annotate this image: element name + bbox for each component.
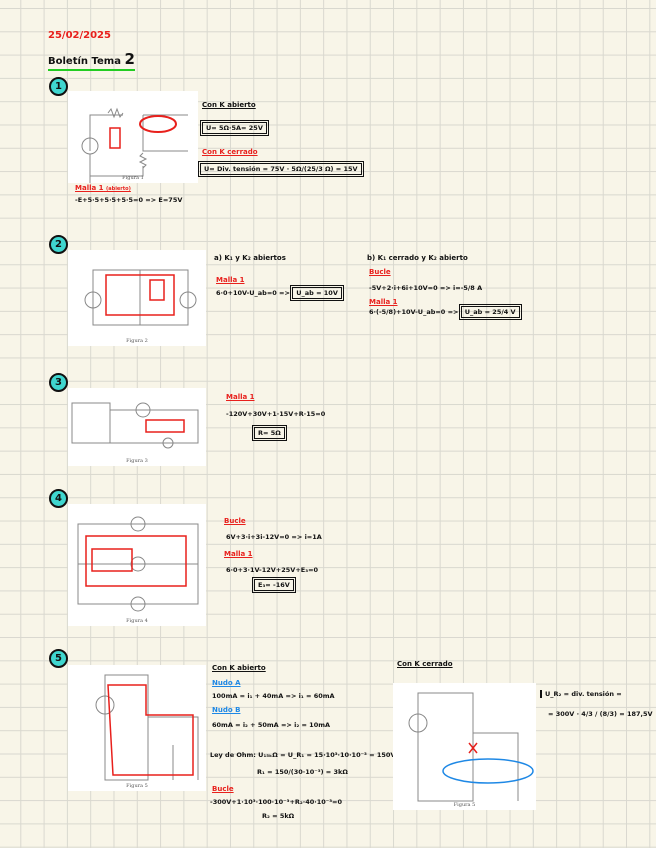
- heading: Con K cerrado: [202, 148, 258, 156]
- heading: Malla 1: [369, 298, 398, 306]
- heading: Malla 1: [224, 550, 253, 558]
- heading: Bucle: [224, 517, 246, 525]
- equation: 60mA = i₂ + 50mA => i₂ = 10mA: [212, 721, 331, 729]
- circuit-3: [71, 402, 199, 449]
- page-title: Boletín Tema 2: [48, 50, 135, 71]
- heading: Bucle: [212, 785, 234, 793]
- equation: -E+5·5+5·5+5·5=0 => E=75V: [75, 196, 183, 204]
- result: E₃= -16V: [252, 577, 296, 593]
- heading: Con K cerrado: [397, 660, 453, 668]
- heading: Con K abierto: [212, 664, 266, 672]
- figure-caption: Figura 4: [126, 618, 148, 624]
- heading: Malla 1: [216, 276, 245, 284]
- title-number: 2: [124, 50, 135, 68]
- date: 25/02/2025: [48, 30, 111, 41]
- equation: 6·0+10V-U_ab=0 => U_ab = 10V: [216, 285, 344, 301]
- circuit-2: [84, 269, 197, 326]
- result: = 300V · 4/3 / (8/3) = 187,5V: [548, 710, 656, 718]
- heading: Nudo B: [212, 706, 241, 714]
- exercise-number-3: 3: [49, 373, 68, 392]
- figure-5: Figura 5: [68, 665, 206, 791]
- circuit-5b: [408, 692, 534, 802]
- figure-caption: Figura 5: [126, 783, 148, 789]
- equation: -120V+30V+1·15V+R·15=0: [226, 410, 326, 418]
- figure-caption: Figura 2: [126, 338, 148, 344]
- exercise-number-2: 2: [49, 235, 68, 254]
- heading: Nudo A: [212, 679, 241, 687]
- heading: a) K₁ y K₂ abiertos: [214, 254, 286, 262]
- equation: R₁ = 150/(30·10⁻³) = 3kΩ: [257, 768, 348, 776]
- exercise-number-5: 5: [49, 649, 68, 668]
- heading: Bucle: [369, 268, 391, 276]
- equation: 6·0+3·1V-12V+25V+E₃=0: [226, 566, 319, 574]
- result: U= Div. tensión = 75V · 5Ω/(25/3 Ω) = 15…: [198, 161, 364, 177]
- result: U= 5Ω·5A= 25V: [200, 120, 269, 136]
- figure-4: Figura 4: [68, 504, 206, 626]
- heading: Malla 1 (abierto): [75, 184, 131, 192]
- equation: 6V+3·i+3i-12V=0 => i=1A: [226, 533, 322, 541]
- figure-1: Figura 1: [68, 91, 198, 183]
- figure-3: Figura 3: [68, 388, 206, 466]
- equation: Ley de Ohm: U₁₅ₖΩ = U_R₁ = 15·10³·10·10⁻…: [210, 751, 396, 759]
- heading: b) K₁ cerrado y K₂ abierto: [367, 254, 468, 262]
- figure-5b: Figura 5: [393, 683, 536, 810]
- equation: 100mA = i₁ + 40mA => i₁ = 60mA: [212, 692, 335, 700]
- exercise-number-4: 4: [49, 489, 68, 508]
- equation: 6·(-5/8)+10V-U_ab=0 => U_ab = 25/4 V: [369, 304, 522, 320]
- circuit-5: [95, 674, 199, 781]
- heading: Malla 1: [226, 393, 255, 401]
- result: R= 5Ω: [252, 425, 287, 441]
- figure-2: Figura 2: [68, 250, 206, 346]
- figure-caption: Figura 1: [122, 175, 144, 181]
- circuit-4: [77, 516, 199, 612]
- equation: -300V+1·10³·100·10⁻³+R₂·40·10⁻³=0: [210, 798, 343, 806]
- equation: R₂ = 5kΩ: [262, 812, 295, 820]
- figure-caption: Figura 5: [453, 802, 476, 808]
- circuit-1: [81, 107, 188, 183]
- figure-caption: Figura 3: [126, 458, 148, 464]
- heading: Con K abierto: [202, 101, 256, 109]
- title-text: Boletín Tema: [48, 56, 121, 67]
- exercise-number-1: 1: [49, 77, 68, 96]
- equation: U_R₂ = div. tensión =: [540, 690, 622, 698]
- equation: -5V+2·i+6i+10V=0 => i=-5/8 A: [369, 284, 483, 292]
